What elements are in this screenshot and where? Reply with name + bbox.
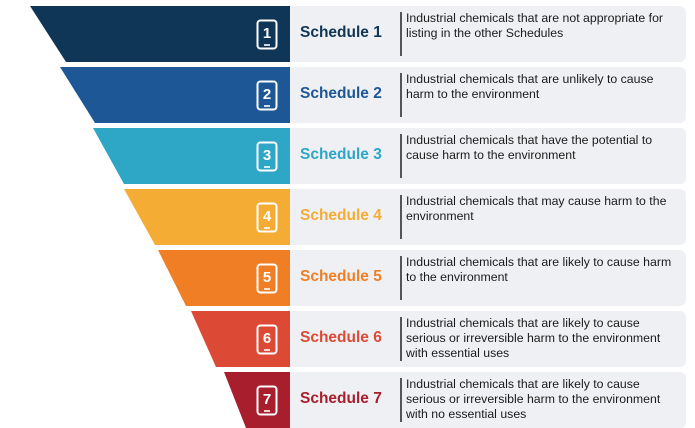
schedule-divider-4: [400, 195, 402, 239]
funnel-segment-2: [60, 67, 300, 123]
schedule-phone-icon-3: 3: [256, 141, 278, 172]
schedule-label-5: Schedule 5: [300, 268, 382, 285]
schedule-phone-icon-2: 2: [256, 80, 278, 111]
schedule-phone-icon-5: 5: [256, 263, 278, 294]
schedule-description-5: Industrial chemicals that are likely to …: [406, 255, 672, 284]
funnel-band-4: [124, 189, 300, 245]
schedule-row-7: 7 Schedule 7 Industrial chemicals that a…: [0, 372, 695, 428]
schedule-phone-icon-1: 1: [256, 19, 278, 50]
schedule-label-7: Schedule 7: [300, 390, 382, 407]
funnel-band-5: [158, 250, 300, 306]
schedule-row-1: 1 Schedule 1 Industrial chemicals that a…: [0, 6, 695, 62]
schedule-divider-7: [400, 378, 402, 422]
schedule-number-5: 5: [262, 269, 272, 286]
schedule-number-6: 6: [262, 330, 272, 347]
schedule-number-2: 2: [262, 86, 272, 103]
schedule-divider-3: [400, 134, 402, 178]
schedule-label-6: Schedule 6: [300, 329, 382, 346]
schedule-description-4: Industrial chemicals that may cause harm…: [406, 194, 667, 223]
schedule-card-6: [290, 311, 686, 367]
schedule-card-1: [290, 6, 686, 62]
schedule-number-3: 3: [262, 147, 272, 164]
schedule-description-1: Industrial chemicals that are not approp…: [406, 11, 664, 40]
schedule-divider-2: [400, 73, 402, 117]
schedule-label-4: Schedule 4: [300, 207, 382, 224]
schedule-phone-icon-7: 7: [256, 385, 278, 416]
schedule-description-3: Industrial chemicals that have the poten…: [406, 133, 653, 162]
schedule-row-2: 2 Schedule 2 Industrial chemicals that a…: [0, 67, 695, 123]
schedule-description-7: Industrial chemicals that are likely to …: [406, 377, 661, 421]
funnel-band-2: [60, 67, 300, 123]
funnel-segment-4: [124, 189, 300, 245]
schedule-card-3: [290, 128, 686, 184]
funnel-band-1: [30, 6, 300, 62]
schedule-description-2: Industrial chemicals that are unlikely t…: [406, 72, 654, 101]
schedule-phone-icon-6: 6: [256, 324, 278, 355]
schedule-divider-5: [400, 256, 402, 300]
schedule-divider-1: [400, 12, 402, 56]
funnel-segment-7: [224, 372, 300, 428]
schedule-description-6: Industrial chemicals that are likely to …: [406, 316, 661, 360]
funnel-band-7: [224, 372, 300, 428]
schedule-row-3: 3 Schedule 3 Industrial chemicals that h…: [0, 128, 695, 184]
schedule-card-4: [290, 189, 686, 245]
schedule-row-4: 4 Schedule 4 Industrial chemicals that m…: [0, 189, 695, 245]
schedule-label-3: Schedule 3: [300, 146, 382, 163]
schedule-number-4: 4: [262, 208, 272, 225]
schedule-label-2: Schedule 2: [300, 85, 382, 102]
schedule-number-1: 1: [262, 25, 272, 42]
funnel-segment-1: [30, 6, 300, 62]
funnel-segment-3: [93, 128, 300, 184]
funnel-segment-5: [158, 250, 300, 306]
funnel-band-6: [191, 311, 300, 367]
schedule-card-5: [290, 250, 686, 306]
schedule-divider-6: [400, 317, 402, 361]
funnel-segment-6: [191, 311, 300, 367]
schedule-card-7: [290, 372, 686, 428]
schedule-row-6: 6 Schedule 6 Industrial chemicals that a…: [0, 311, 695, 367]
schedule-phone-icon-4: 4: [256, 202, 278, 233]
schedule-label-1: Schedule 1: [300, 24, 382, 41]
schedule-row-5: 5 Schedule 5 Industrial chemicals that a…: [0, 250, 695, 306]
schedule-card-2: [290, 67, 686, 123]
schedule-number-7: 7: [262, 391, 272, 408]
funnel-band-3: [93, 128, 300, 184]
